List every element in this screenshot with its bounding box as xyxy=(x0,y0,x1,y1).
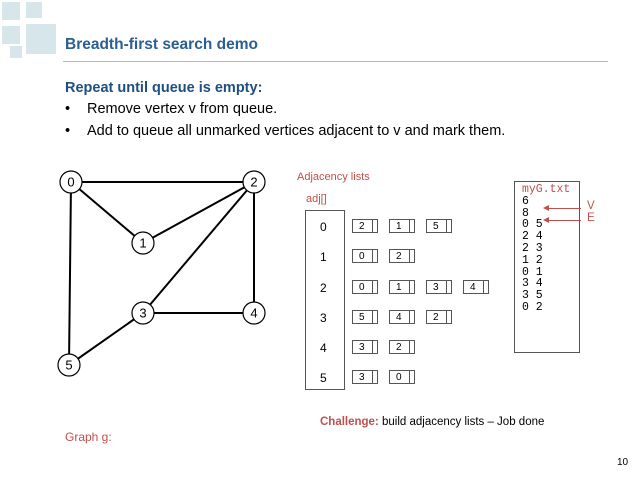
adj-list-node: 0 xyxy=(352,280,378,294)
challenge-label: Challenge: xyxy=(320,416,379,428)
file-line: 0 1 xyxy=(522,265,543,279)
adj-list-node: 0 xyxy=(352,249,378,263)
adj-list-node: 3 xyxy=(352,340,378,354)
adj-index: 4 xyxy=(320,341,327,355)
graph-node-label: 5 xyxy=(65,358,72,373)
graph-node-circle xyxy=(57,353,81,377)
graph-node-label: 4 xyxy=(250,306,257,321)
decor-square xyxy=(10,46,22,58)
challenge-note: Challenge: build adjacency lists – Job d… xyxy=(320,416,544,428)
adj-list-node: 5 xyxy=(426,219,452,233)
decor-square xyxy=(2,26,20,44)
bullet-item: • Add to queue all unmarked vertices adja… xyxy=(65,123,505,139)
edge-arrow-icon xyxy=(543,217,581,223)
vertex-arrow-icon xyxy=(543,205,581,211)
adj-list-node: 5 xyxy=(352,310,378,324)
decor-square xyxy=(26,2,42,18)
file-line: 2 3 xyxy=(522,241,543,255)
decor-square xyxy=(2,2,20,20)
graph-node-label: 1 xyxy=(139,236,146,251)
slide-title: Breadth-first search demo xyxy=(65,36,258,53)
file-line: 2 4 xyxy=(522,230,543,244)
graph-edge xyxy=(142,181,255,244)
adj-array-box xyxy=(305,210,345,390)
graph-edge xyxy=(68,181,72,366)
graph-edge xyxy=(70,181,144,244)
adj-list-node: 3 xyxy=(426,280,452,294)
graph-caption: Graph g: xyxy=(65,430,112,444)
page-number: 10 xyxy=(617,457,629,468)
graph-edge xyxy=(68,312,144,366)
adj-index: 2 xyxy=(320,281,327,295)
graph-node: 5 xyxy=(57,353,81,377)
graph-node-circle xyxy=(242,170,266,194)
graph-nodes: 0 1 2 3 4 5 xyxy=(57,170,266,377)
graph-edges xyxy=(68,181,255,366)
bullet-text: Remove vertex v from queue. xyxy=(87,101,278,117)
adj-list-node: 1 xyxy=(389,280,415,294)
file-line: 6 xyxy=(522,194,529,208)
file-line: 8 xyxy=(522,206,529,220)
file-line: 3 5 xyxy=(522,289,543,303)
adj-list-node: 1 xyxy=(389,219,415,233)
vertex-count-label: V xyxy=(587,200,595,212)
graph-node-circle xyxy=(59,170,83,194)
adj-list-node: 2 xyxy=(352,219,378,233)
graph-node-label: 2 xyxy=(250,175,257,190)
bullet-dot: • xyxy=(65,123,71,139)
adj-list-node: 3 xyxy=(352,370,378,384)
graph-node-circle xyxy=(131,231,155,255)
graph-node: 3 xyxy=(131,301,155,325)
file-line: 3 4 xyxy=(522,277,543,291)
adj-list-node: 0 xyxy=(389,370,415,384)
file-line: 0 2 xyxy=(522,300,543,314)
adj-index: 5 xyxy=(320,371,327,385)
bullet-text: Add to queue all unmarked vertices adjac… xyxy=(87,123,506,139)
edge-count-label: E xyxy=(587,212,595,224)
graph-node-circle xyxy=(242,301,266,325)
graph-node: 2 xyxy=(242,170,266,194)
adj-index: 0 xyxy=(320,220,327,234)
title-divider xyxy=(63,61,608,62)
graph-node-label: 3 xyxy=(139,306,146,321)
adjacency-title: Adjacency lists xyxy=(297,171,370,183)
graph-node-circle xyxy=(131,301,155,325)
bullet-dot: • xyxy=(65,101,71,117)
adj-list-node: 4 xyxy=(389,310,415,324)
adj-list-node: 4 xyxy=(463,280,489,294)
graph-node: 1 xyxy=(131,231,155,255)
graph-node-label: 0 xyxy=(67,175,74,190)
adj-list-node: 2 xyxy=(426,310,452,324)
graph-edge xyxy=(142,181,255,314)
adj-array-label: adj[] xyxy=(306,193,327,205)
file-name: myG.txt xyxy=(522,183,571,196)
bullet-item: • Remove vertex v from queue. xyxy=(65,101,277,117)
decor-square xyxy=(26,24,56,54)
adj-index: 1 xyxy=(320,250,327,264)
adj-list-node: 2 xyxy=(389,340,415,354)
file-line: 1 2 xyxy=(522,253,543,267)
adj-list-node: 2 xyxy=(389,249,415,263)
graph-node: 4 xyxy=(242,301,266,325)
adj-index: 3 xyxy=(320,311,327,325)
challenge-text: build adjacency lists – Job done xyxy=(382,416,545,428)
graph-node: 0 xyxy=(59,170,83,194)
file-line: 0 5 xyxy=(522,218,543,232)
content-heading: Repeat until queue is empty: xyxy=(65,80,263,96)
